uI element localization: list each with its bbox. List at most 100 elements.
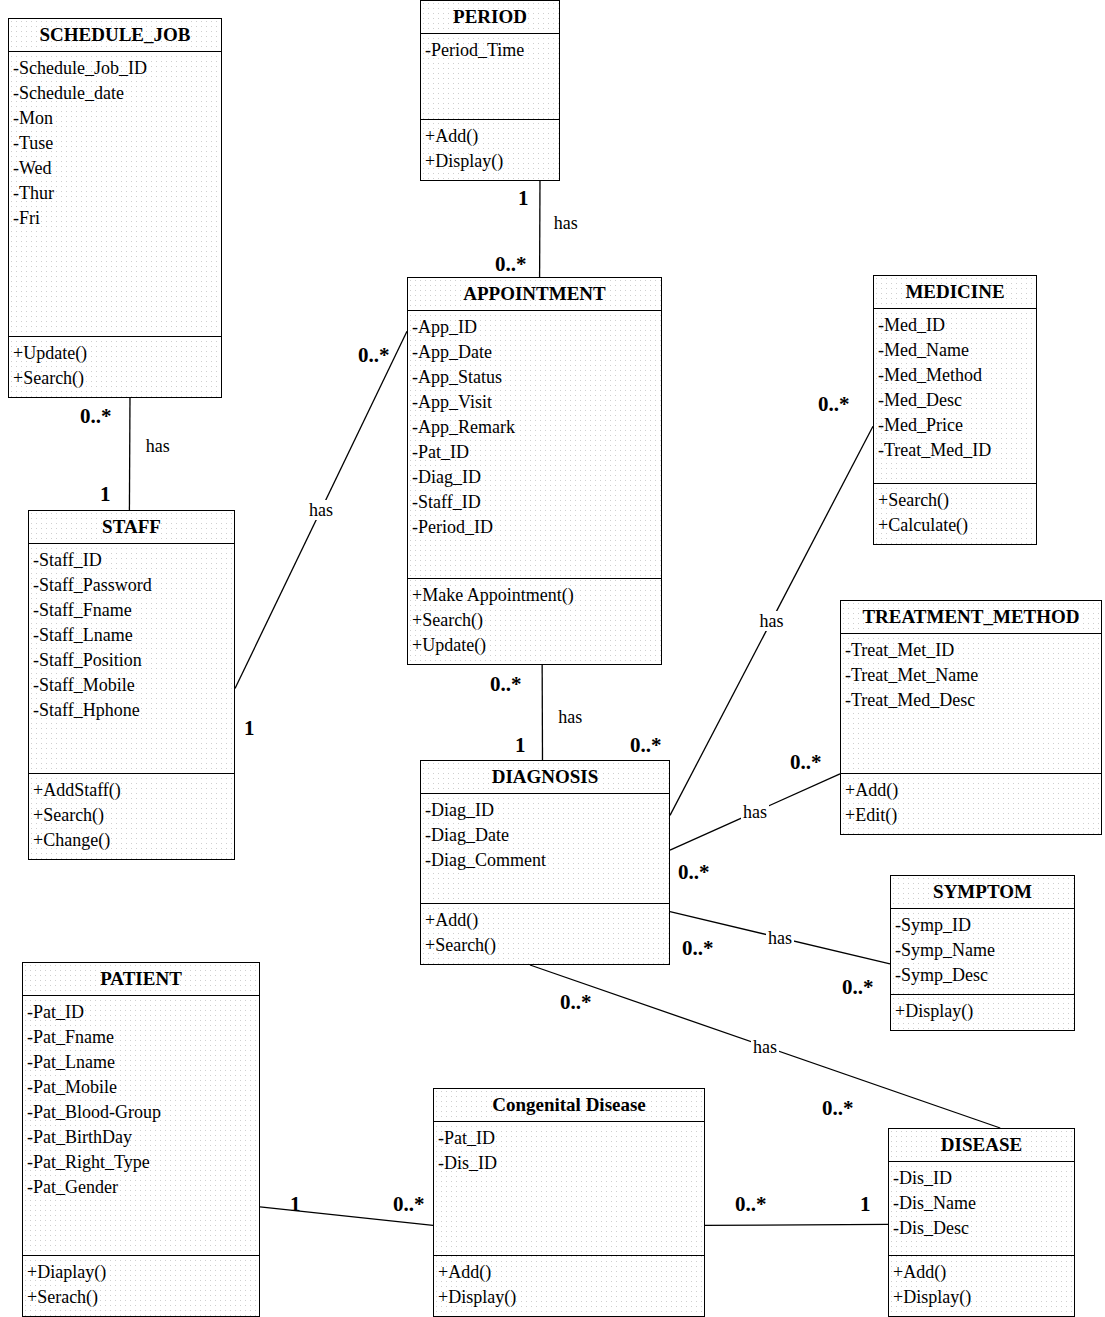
attribute: -Period_Time (425, 38, 555, 63)
attribute: -Pat_ID (412, 440, 657, 465)
attribute: -Pat_Mobile (27, 1075, 255, 1100)
association-label: has (741, 802, 769, 822)
class-box: MEDICINE-Med_ID-Med_Name-Med_Method-Med_… (873, 275, 1037, 545)
multiplicity: 0..* (842, 975, 874, 999)
method-compartment: +Add()+Search() (421, 903, 669, 964)
attribute: -Treat_Met_Name (845, 663, 1097, 688)
association-line (129, 398, 131, 510)
attribute-compartment: -Pat_ID-Dis_ID (434, 1122, 704, 1255)
attribute: -Treat_Med_ID (878, 438, 1032, 463)
method: +Calculate() (878, 513, 1032, 538)
multiplicity: 0..* (358, 343, 390, 367)
attribute-compartment: -Period_Time (421, 34, 559, 119)
method-compartment: +Add()+Display() (434, 1255, 704, 1316)
class-name: SYMPTOM (891, 876, 1074, 909)
multiplicity: 0..* (495, 252, 527, 276)
attribute: -Staff_Password (33, 573, 230, 598)
attribute-compartment: -Schedule_Job_ID-Schedule_date-Mon-Tuse-… (9, 52, 221, 336)
method-compartment: +AddStaff()+Search()+Change() (29, 773, 234, 859)
method: +Search() (425, 933, 665, 958)
attribute: -Med_Name (878, 338, 1032, 363)
attribute: -Dis_Desc (893, 1216, 1070, 1241)
class-box: PERIOD -Period_Time +Add()+Display() (420, 0, 560, 181)
method: +Search() (412, 608, 657, 633)
method: +Add() (893, 1260, 1070, 1285)
method-compartment: +Add()+Display() (421, 119, 559, 180)
attribute: -Pat_ID (438, 1126, 700, 1151)
class-name: MEDICINE (874, 276, 1036, 309)
method: +Change() (33, 828, 230, 853)
multiplicity: 1 (290, 1192, 301, 1216)
attribute: -Tuse (13, 131, 217, 156)
method: +Edit() (845, 803, 1097, 828)
multiplicity: 1 (244, 716, 255, 740)
method-compartment: +Add()+Edit() (841, 773, 1101, 834)
attribute-compartment: -Diag_ID-Diag_Date-Diag_Comment (421, 794, 669, 903)
association-line (539, 181, 541, 277)
attribute-compartment: -Med_ID-Med_Name-Med_Method-Med_Desc-Med… (874, 309, 1036, 483)
method-compartment: +Display() (891, 994, 1074, 1030)
attribute: -App_Status (412, 365, 657, 390)
attribute: -App_Visit (412, 390, 657, 415)
method: +Search() (878, 488, 1032, 513)
class-name: TREATMENT_METHOD (841, 601, 1101, 634)
class-name: DISEASE (889, 1129, 1074, 1162)
attribute: -App_ID (412, 315, 657, 340)
attribute: -Treat_Met_ID (845, 638, 1097, 663)
attribute-compartment: -App_ID-App_Date-App_Status-App_Visit-Ap… (408, 311, 661, 578)
attribute: -Dis_ID (893, 1166, 1070, 1191)
association-label: has (144, 436, 172, 456)
attribute: -Med_Desc (878, 388, 1032, 413)
attribute: -Diag_ID (425, 798, 665, 823)
attribute: -Period_ID (412, 515, 657, 540)
multiplicity: 1 (100, 482, 111, 506)
multiplicity: 0..* (678, 860, 710, 884)
attribute: -Med_Method (878, 363, 1032, 388)
method: +Update() (13, 341, 217, 366)
attribute: -Wed (13, 156, 217, 181)
multiplicity: 0..* (682, 936, 714, 960)
attribute: -Symp_Desc (895, 963, 1070, 988)
attribute-compartment: -Dis_ID-Dis_Name-Dis_Desc (889, 1162, 1074, 1255)
class-name: Congenital Disease (434, 1089, 704, 1122)
class-box: APPOINTMENT-App_ID-App_Date-App_Status-A… (407, 277, 662, 665)
attribute: -Staff_Hphone (33, 698, 230, 723)
attribute-compartment: -Symp_ID-Symp_Name-Symp_Desc (891, 909, 1074, 994)
method-compartment: +Diaplay()+Serach() (23, 1255, 259, 1316)
class-name: PERIOD (421, 1, 559, 34)
multiplicity: 0..* (630, 733, 662, 757)
association-line (705, 1224, 888, 1225)
attribute: -Med_Price (878, 413, 1032, 438)
method: +Add() (438, 1260, 700, 1285)
association-label: has (751, 1037, 779, 1057)
multiplicity: 0..* (790, 750, 822, 774)
attribute: -Diag_ID (412, 465, 657, 490)
multiplicity: 1 (515, 733, 526, 757)
method: +Add() (425, 124, 555, 149)
attribute: -Symp_Name (895, 938, 1070, 963)
method: +Display() (895, 999, 1070, 1024)
attribute: -Schedule_Job_ID (13, 56, 217, 81)
attribute: -Staff_Lname (33, 623, 230, 648)
association-label: has (766, 928, 794, 948)
attribute: -Diag_Date (425, 823, 665, 848)
method: +Update() (412, 633, 657, 658)
attribute: -Pat_Blood-Group (27, 1100, 255, 1125)
association-label: has (556, 707, 584, 727)
class-name: APPOINTMENT (408, 278, 661, 311)
attribute: -Dis_Name (893, 1191, 1070, 1216)
method-compartment: +Add()+Display() (889, 1255, 1074, 1316)
attribute: -Diag_Comment (425, 848, 665, 873)
method: +AddStaff() (33, 778, 230, 803)
method: +Display() (438, 1285, 700, 1310)
class-box: TREATMENT_METHOD -Treat_Met_ID-Treat_Met_… (840, 600, 1102, 835)
method: +Display() (425, 149, 555, 174)
multiplicity: 0..* (735, 1192, 767, 1216)
multiplicity: 0..* (80, 404, 112, 428)
attribute: -Schedule_date (13, 81, 217, 106)
attribute: -Pat_Fname (27, 1025, 255, 1050)
class-box: SCHEDULE_JOB-Schedule_Job_ID-Schedule_da… (8, 18, 222, 398)
attribute: -Staff_Position (33, 648, 230, 673)
attribute: -App_Remark (412, 415, 657, 440)
